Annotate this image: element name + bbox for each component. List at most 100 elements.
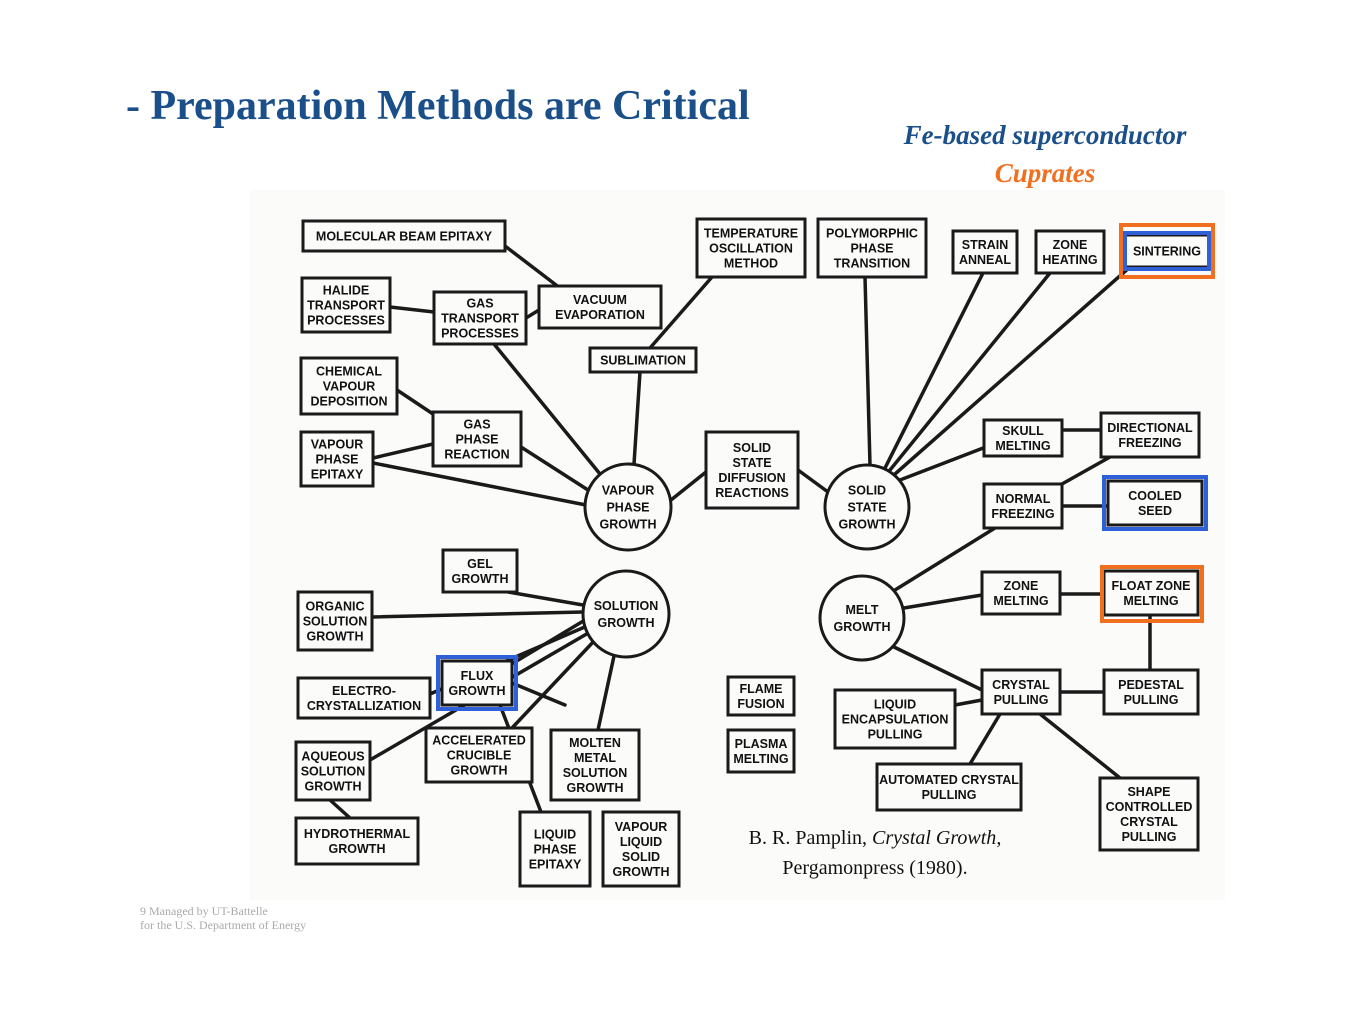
node-box <box>296 676 432 720</box>
node-halide-label-1: HALIDE <box>323 283 370 297</box>
citation-sep: , <box>996 827 1002 849</box>
node-flame-label-2: FUSION <box>737 697 784 711</box>
node-molten-label-3: SOLUTION <box>563 766 628 780</box>
node-zone-melting-label-1: ZONE <box>1004 579 1039 593</box>
node-crystal-pulling-label-2: PULLING <box>994 693 1049 707</box>
node-cooled-seed-label-1: COOLED <box>1128 489 1181 503</box>
node-box <box>296 590 374 652</box>
hub-solution-label-2: GROWTH <box>598 616 655 630</box>
node-vls-label-1: VAPOUR <box>615 820 668 834</box>
node-skull-label-1: SKULL <box>1002 424 1044 438</box>
node-vls-label-3: SOLID <box>622 850 660 864</box>
node-accelerated-label-3: GROWTH <box>451 763 508 777</box>
node-pedestal-label-2: PULLING <box>1124 693 1179 707</box>
node-normal-label-1: NORMAL <box>996 492 1051 506</box>
edge-aqueous-hydrothermal <box>328 798 352 820</box>
node-box <box>704 430 800 510</box>
highlight-cooled-seed-fe <box>1102 475 1208 531</box>
node-box <box>1102 569 1200 617</box>
node-cvd-label-2: VAPOUR <box>323 379 376 393</box>
edge-vapour-ssdr <box>669 470 708 502</box>
node-lpe-label-2: PHASE <box>533 842 576 856</box>
node-lpe-label-3: EPITAXY <box>529 857 582 871</box>
node-crystal-pulling-label-1: CRYSTAL <box>992 678 1050 692</box>
node-zone-heating-label-2: HEATING <box>1042 253 1097 267</box>
node-gas-phase-label-1: GAS <box>463 417 490 431</box>
node-box <box>518 810 592 888</box>
node-box <box>1098 776 1200 852</box>
edge-melt-normal <box>893 526 997 592</box>
node-ssdr-label-1: SOLID <box>733 441 771 455</box>
hub-circle <box>823 463 911 551</box>
node-accelerated-label-1: ACCELERATED <box>432 733 526 747</box>
node-vpe-label-1: VAPOUR <box>311 437 364 451</box>
edge-temp_osc-sublimation <box>648 275 714 350</box>
node-box <box>1106 479 1204 527</box>
node-flux-label-1: FLUX <box>461 669 494 683</box>
node-box <box>982 482 1064 530</box>
page-title: - Preparation Methods are Critical <box>126 83 750 129</box>
node-plasma-label-1: PLASMA <box>735 737 788 751</box>
hub-solid-label-3: GROWTH <box>839 517 896 531</box>
node-polymorphic-label-3: TRANSITION <box>834 256 910 270</box>
node-box <box>951 229 1019 275</box>
node-organic-label-3: GROWTH <box>307 629 364 643</box>
node-box <box>440 659 514 707</box>
edge-melt-zone_melting <box>902 593 984 610</box>
highlight-sintering-fe <box>1123 231 1211 271</box>
node-gas-transport-label-1: GAS <box>466 296 493 310</box>
edge-halide-gas_transport <box>388 305 436 314</box>
citation-publisher: Pergamonpress (1980). <box>782 857 968 879</box>
node-box <box>549 728 641 802</box>
node-molten-label-2: METAL <box>574 751 616 765</box>
node-sintering: SINTERING <box>1123 233 1211 269</box>
hub-circle <box>581 569 671 659</box>
node-shape-label-4: PULLING <box>1122 830 1177 844</box>
node-box <box>588 346 698 374</box>
node-box <box>833 688 957 750</box>
node-shape-label-2: CONTROLLED <box>1106 800 1193 814</box>
node-vls-label-2: LIQUID <box>620 835 662 849</box>
node-vls-label-4: GROWTH <box>613 865 670 879</box>
highlight-flux-fe <box>436 655 518 711</box>
node-box <box>980 570 1062 616</box>
hub-vapour-label-2: PHASE <box>606 500 649 514</box>
node-shape-label-3: CRYSTAL <box>1120 815 1178 829</box>
node-box <box>601 810 681 888</box>
node-ssdr-label-2: STATE <box>732 456 771 470</box>
node-box <box>726 728 796 774</box>
hub-circle <box>818 574 906 662</box>
node-polymorphic-label-1: POLYMORPHIC <box>826 226 918 240</box>
edge-vpe-gas_phase <box>371 442 435 460</box>
edge-gas_transport-vapour <box>492 342 602 476</box>
node-directional-label-2: FREEZING <box>1118 436 1181 450</box>
legend-fe-based: Fe-based superconductor <box>903 120 1187 150</box>
node-box <box>300 276 392 334</box>
edge-solution-gel <box>506 590 585 607</box>
node-sublimation: SUBLIMATION <box>588 346 698 374</box>
edge-crystal_pulling-automated <box>968 712 1002 766</box>
node-vacuum-label-1: VACUUM <box>573 293 627 307</box>
node-box <box>982 418 1064 458</box>
node-ssdr-label-4: REACTIONS <box>715 486 789 500</box>
edge-solid-sintering <box>893 265 1132 476</box>
hub-circle <box>583 462 673 552</box>
node-mbe: MOLECULAR BEAM EPITAXY <box>301 219 507 253</box>
edge-melt-crystal_pulling <box>890 644 984 692</box>
node-shape-label-1: SHAPE <box>1127 785 1170 799</box>
node-box <box>537 284 663 330</box>
node-strain-label-1: STRAIN <box>962 238 1009 252</box>
node-pedestal-label-1: PEDESTAL <box>1118 678 1184 692</box>
